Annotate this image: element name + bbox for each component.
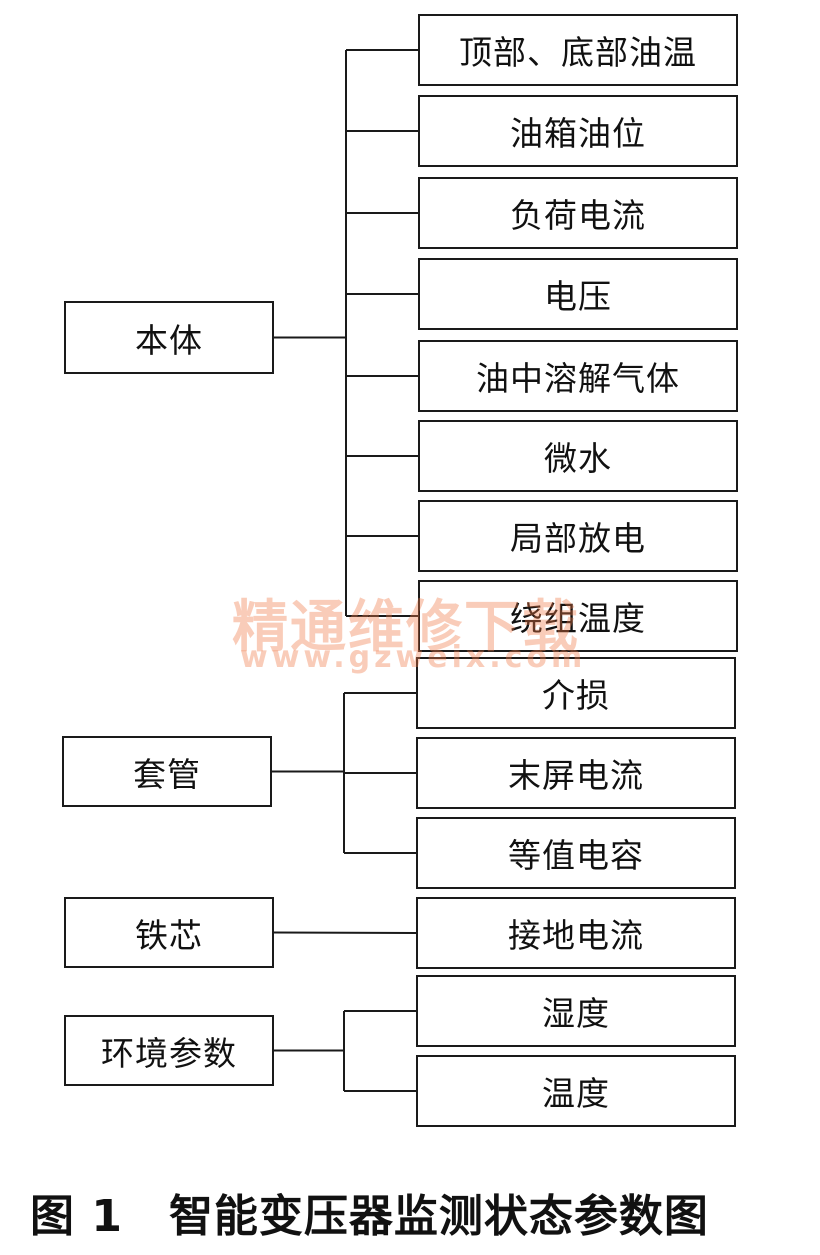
category-box: 环境参数 xyxy=(64,1015,274,1086)
parameter-box: 电压 xyxy=(418,258,738,330)
parameter-box: 油箱油位 xyxy=(418,95,738,167)
parameter-box: 油中溶解气体 xyxy=(418,340,738,412)
parameter-box: 接地电流 xyxy=(416,897,736,969)
figure-title: 智能变压器监测状态参数图 xyxy=(168,1191,709,1242)
parameter-box: 绕组温度 xyxy=(418,580,738,652)
category-box: 本体 xyxy=(64,301,274,374)
parameter-box: 湿度 xyxy=(416,975,736,1047)
figure-number: 图 1 xyxy=(30,1191,123,1242)
parameter-box: 顶部、底部油温 xyxy=(418,14,738,86)
parameter-box: 温度 xyxy=(416,1055,736,1127)
category-box: 铁芯 xyxy=(64,897,274,968)
parameter-box: 末屏电流 xyxy=(416,737,736,809)
parameter-box: 局部放电 xyxy=(418,500,738,572)
category-box: 套管 xyxy=(62,736,272,807)
connector-line xyxy=(273,931,417,934)
parameter-box: 等值电容 xyxy=(416,817,736,889)
parameter-box: 介损 xyxy=(416,657,736,729)
parameter-box: 负荷电流 xyxy=(418,177,738,249)
parameter-box: 微水 xyxy=(418,420,738,492)
figure-caption: 图 1 智能变压器监测状态参数图 xyxy=(30,1180,709,1244)
